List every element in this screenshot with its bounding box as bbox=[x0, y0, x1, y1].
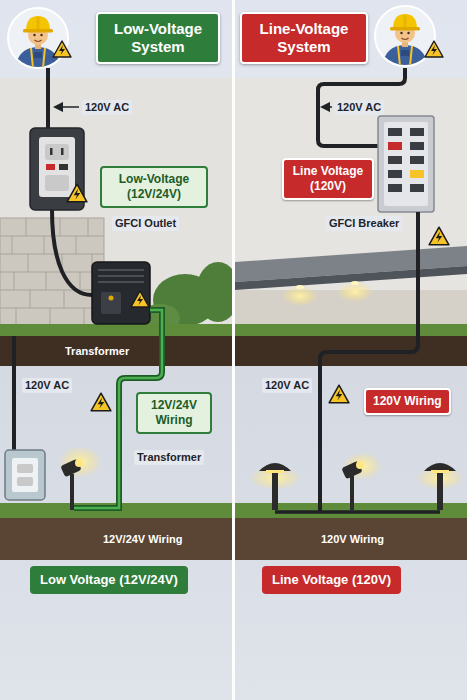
annotation-label: 12V/24V Wiring bbox=[100, 532, 185, 547]
line-voltage-cable bbox=[275, 510, 440, 514]
outdoor-outlet bbox=[5, 450, 45, 500]
node-text: Line-Voltage System bbox=[249, 20, 359, 56]
node-text: Line Voltage (120V) bbox=[291, 164, 365, 194]
path-light bbox=[416, 463, 464, 510]
pointer-arrow bbox=[55, 106, 79, 108]
divider bbox=[232, 0, 235, 700]
node-text: Low Voltage (12V/24V) bbox=[40, 572, 178, 588]
downlights bbox=[282, 281, 373, 306]
path-light bbox=[249, 463, 301, 510]
warning-symbol bbox=[91, 393, 111, 411]
warning-symbol bbox=[67, 184, 87, 202]
annotation-label: 120V AC bbox=[262, 378, 312, 393]
breaker-panel bbox=[378, 116, 434, 212]
warning-symbol bbox=[53, 41, 71, 57]
warning-symbol bbox=[329, 385, 349, 403]
voltage-tag: Line Voltage (120V) bbox=[282, 158, 374, 200]
node-text: 12V/24V Wiring bbox=[145, 398, 203, 428]
plug-cable bbox=[52, 210, 92, 295]
annotation-label: Transformer bbox=[62, 344, 132, 359]
title-box: Line-Voltage System bbox=[240, 12, 368, 64]
wiring-tag: 120V Wiring bbox=[364, 388, 451, 415]
annotation-label: GFCI Breaker bbox=[326, 216, 402, 231]
right-sky bbox=[235, 0, 467, 340]
summary-band: Low Voltage (12V/24V) bbox=[30, 566, 188, 594]
voltage-tag: Low-Voltage (12V/24V) bbox=[100, 166, 208, 208]
spotlight bbox=[58, 446, 102, 510]
transformer bbox=[92, 262, 150, 324]
wiring-tag: 12V/24V Wiring bbox=[136, 392, 212, 434]
node-text: 120V Wiring bbox=[373, 394, 442, 409]
supply-cable bbox=[318, 68, 405, 146]
house-wall bbox=[235, 78, 467, 338]
warning-symbol bbox=[429, 227, 449, 245]
annotation-label: Transformer bbox=[134, 450, 204, 465]
node-text: Low-Voltage System bbox=[105, 20, 211, 56]
worker-icon bbox=[8, 8, 68, 70]
line-voltage-cable bbox=[320, 212, 418, 512]
annotation-label: GFCI Outlet bbox=[112, 216, 179, 231]
annotation-label: 120V AC bbox=[334, 100, 384, 115]
annotation-label: 120V Wiring bbox=[318, 532, 387, 547]
pointer-arrow bbox=[322, 106, 332, 108]
supply-cable bbox=[46, 68, 50, 128]
warning-symbol bbox=[131, 291, 149, 307]
warning-symbol bbox=[425, 41, 443, 57]
supply-cable bbox=[12, 336, 16, 450]
worker-icon bbox=[375, 6, 435, 68]
summary-band: Line Voltage (120V) bbox=[262, 566, 401, 594]
title-box: Low-Voltage System bbox=[96, 12, 220, 64]
annotation-label: 120V AC bbox=[22, 378, 72, 393]
spotlight bbox=[341, 452, 382, 510]
node-text: Line Voltage (120V) bbox=[272, 572, 391, 588]
node-text: Low-Voltage (12V/24V) bbox=[109, 172, 199, 202]
annotation-label: 120V AC bbox=[82, 100, 132, 115]
